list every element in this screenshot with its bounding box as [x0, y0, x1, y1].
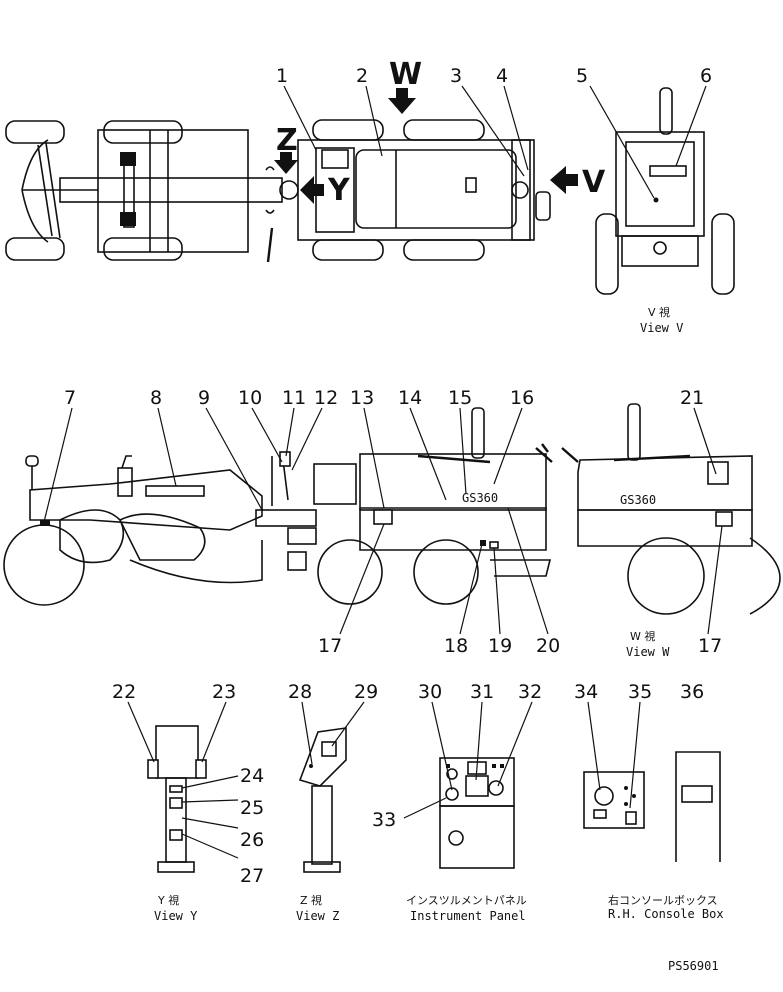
caption-console-jp: 右コンソールボックス: [608, 893, 718, 907]
callout-28: 28: [288, 681, 312, 703]
callout-21: 21: [680, 387, 704, 409]
callout-15: 15: [448, 387, 472, 409]
callout-29: 29: [354, 681, 378, 703]
view-captions: V 視 View V W 視 View W Y 視 View Y Z 視 Vie…: [154, 305, 724, 923]
callout-30: 30: [418, 681, 442, 703]
callout-17-w: 17: [698, 635, 722, 657]
callout-7: 7: [64, 387, 76, 409]
caption-view-v-jp: V 視: [648, 305, 670, 319]
callout-27: 27: [240, 865, 264, 887]
top-view-drawing: [5, 119, 551, 263]
callout-31: 31: [470, 681, 494, 703]
callout-numbers: 1 2 3 4 5 6 7 8 9 10 11 12 13 14 15 16 2…: [64, 65, 722, 887]
callout-18: 18: [444, 635, 468, 657]
callout-32: 32: [518, 681, 542, 703]
direction-arrows: [274, 88, 578, 204]
leader-lines: [43, 85, 723, 859]
caption-view-y-en: View Y: [154, 909, 198, 923]
callout-34: 34: [574, 681, 598, 703]
model-marking-view-w: GS360: [620, 493, 656, 507]
caption-view-z-en: View Z: [296, 909, 339, 923]
caption-view-z-jp: Z 視: [300, 893, 322, 907]
callout-1: 1: [276, 65, 288, 87]
callout-36: 36: [680, 681, 704, 703]
callout-14: 14: [398, 387, 422, 409]
callout-13: 13: [350, 387, 374, 409]
callout-22: 22: [112, 681, 136, 703]
side-view-drawing: [3, 407, 553, 606]
view-v-drawing: [595, 87, 735, 295]
callout-12: 12: [314, 387, 338, 409]
callout-16: 16: [510, 387, 534, 409]
callout-9: 9: [198, 387, 210, 409]
caption-panel-en: Instrument Panel: [410, 909, 526, 923]
caption-console-en: R.H. Console Box: [608, 907, 724, 921]
callout-26: 26: [240, 829, 264, 851]
caption-view-w-en: View W: [626, 645, 670, 659]
callout-24: 24: [240, 765, 264, 787]
callout-5: 5: [576, 65, 588, 87]
marker-y: Y: [327, 173, 351, 208]
view-z-drawing: [298, 727, 347, 873]
callout-33: 33: [372, 809, 396, 831]
console-box-drawing: [583, 751, 721, 862]
view-y-drawing: [147, 725, 207, 873]
callout-8: 8: [150, 387, 162, 409]
caption-view-w-jp: W 視: [630, 629, 655, 643]
caption-view-v-en: View V: [640, 321, 683, 335]
callout-19: 19: [488, 635, 512, 657]
marker-w: W: [389, 57, 422, 92]
callout-3: 3: [450, 65, 462, 87]
callout-17: 17: [318, 635, 342, 657]
marker-v: V: [582, 165, 606, 200]
callout-2: 2: [356, 65, 368, 87]
caption-view-y-jp: Y 視: [157, 893, 179, 907]
callout-4: 4: [496, 65, 508, 87]
instrument-panel-drawing: [439, 757, 515, 869]
callout-20: 20: [536, 635, 560, 657]
model-marking-side: GS360: [462, 491, 498, 505]
callout-11: 11: [282, 387, 306, 409]
caption-panel-jp: インスツルメントパネル: [406, 894, 527, 907]
callout-23: 23: [212, 681, 236, 703]
callout-6: 6: [700, 65, 712, 87]
drawing-id: PS56901: [668, 959, 719, 973]
view-w-drawing: [561, 403, 781, 615]
marker-z: Z: [276, 123, 298, 158]
callout-10: 10: [238, 387, 262, 409]
callout-25: 25: [240, 797, 264, 819]
callout-35: 35: [628, 681, 652, 703]
